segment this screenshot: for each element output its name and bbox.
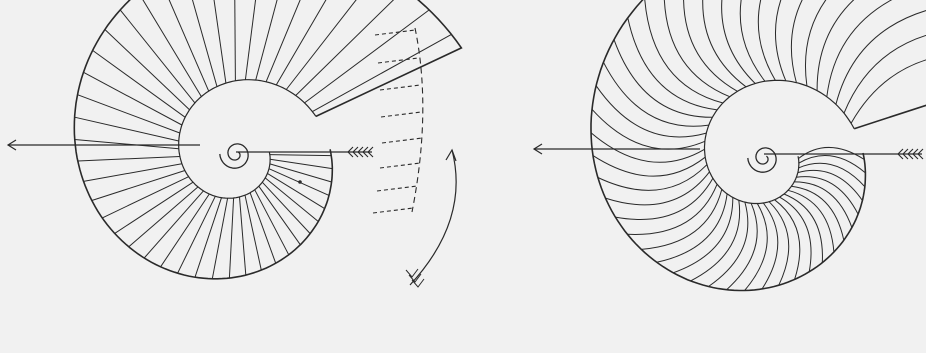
rib-line	[259, 186, 301, 245]
rib-curve	[762, 203, 778, 289]
rib-curve	[836, 2, 926, 105]
dashed-growth-line	[378, 58, 418, 63]
rib-line	[276, 0, 349, 85]
rib-line	[138, 0, 201, 97]
rib-line	[229, 198, 233, 278]
dashed-growth-line	[377, 186, 417, 191]
dashed-growth-line	[375, 30, 415, 35]
rib-line	[262, 182, 310, 233]
rib-curve	[703, 0, 746, 87]
rib-line	[93, 50, 186, 117]
rib-line	[240, 197, 246, 275]
rib-line	[75, 140, 179, 149]
rib-curve	[593, 156, 705, 177]
shell-outline	[591, 0, 926, 291]
rib-curve	[605, 172, 709, 205]
rib-line	[208, 0, 226, 83]
rib-line	[312, 34, 451, 111]
rib-line	[250, 193, 276, 264]
central-coil	[748, 148, 776, 172]
rib-curve	[851, 53, 926, 123]
right-shell-panel	[534, 0, 926, 291]
rib-line	[159, 0, 209, 91]
rib-line	[84, 72, 182, 125]
rib-line	[296, 0, 405, 96]
rib-curve	[791, 0, 858, 83]
rib-curve	[604, 62, 709, 126]
rib-curve	[691, 200, 740, 281]
dashed-growth-line	[373, 208, 413, 213]
dashed-growth-line	[380, 163, 420, 168]
rib-line	[75, 117, 179, 141]
rib-line	[255, 190, 289, 255]
central-coil	[220, 144, 248, 168]
rotation-arrow	[410, 150, 456, 285]
rib-curve	[598, 165, 707, 191]
rib-curve	[596, 86, 706, 137]
rib-curve	[769, 202, 789, 286]
rib-curve	[775, 0, 827, 81]
dashed-growth-line	[380, 85, 420, 90]
rib-line	[234, 0, 235, 81]
rib-line	[305, 10, 430, 103]
arrow-fletching-icon	[406, 269, 418, 277]
rib-curve	[591, 133, 705, 163]
rib-line	[245, 195, 261, 270]
left-shell-panel	[8, 0, 461, 287]
rib-line	[212, 198, 227, 279]
rib-curve	[844, 27, 926, 113]
rib-line	[84, 164, 182, 182]
dot-mark	[298, 180, 302, 184]
dashed-growth-line	[382, 138, 422, 143]
dashed-growth-line	[381, 112, 421, 117]
rib-line	[270, 155, 332, 156]
rib-curve	[827, 0, 926, 97]
inner-whorl-seam	[705, 80, 855, 203]
rib-line	[78, 157, 180, 162]
rib-line	[245, 0, 262, 80]
rib-curve	[722, 0, 756, 84]
rib-line	[78, 95, 180, 133]
rib-curve	[664, 0, 730, 97]
rib-curve	[775, 200, 800, 280]
rib-curve	[740, 0, 767, 81]
rib-line	[105, 30, 190, 110]
shell-outline	[74, 0, 461, 279]
